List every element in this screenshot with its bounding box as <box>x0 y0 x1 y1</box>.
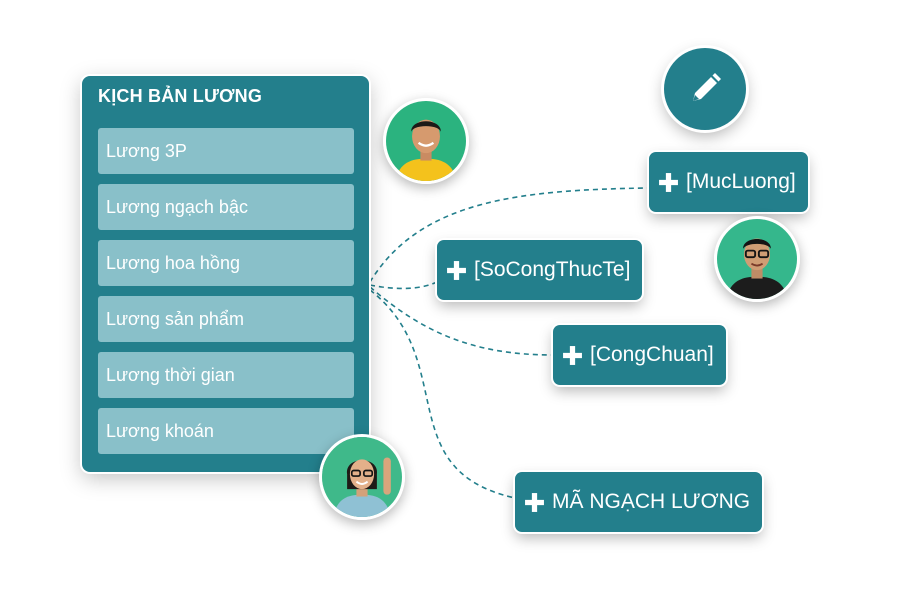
pencil-icon <box>693 73 721 101</box>
avatar-man-glasses <box>714 216 800 302</box>
salary-item-commission[interactable]: Lương hoa hồng <box>98 240 354 286</box>
avatar-woman-glasses <box>319 434 405 520</box>
chip-label: [MucLuong] <box>686 170 796 193</box>
panel-title: KỊCH BẢN LƯƠNG <box>98 86 263 106</box>
salary-list: Lương 3P Lương ngạch bậc Lương hoa hồng … <box>98 128 354 464</box>
plus-icon <box>659 172 678 192</box>
connector-ma-ngach-luong <box>369 289 516 499</box>
chip-ma-ngach-luong[interactable]: MÃ NGẠCH LƯƠNG <box>515 472 763 532</box>
salary-item-grade[interactable]: Lương ngạch bậc <box>98 184 354 230</box>
salary-item-product[interactable]: Lương sản phẩm <box>98 296 354 342</box>
chip-label: [SoCongThucTe] <box>474 258 631 281</box>
connector-socongthucte <box>369 281 438 290</box>
chip-congchuan[interactable]: [CongChuan] <box>553 325 726 385</box>
plus-icon <box>525 492 544 512</box>
salary-item-time[interactable]: Lương thời gian <box>98 352 354 398</box>
connector-congchuan <box>369 286 554 356</box>
plus-icon <box>563 345 582 365</box>
salary-scenario-panel: KỊCH BẢN LƯƠNG Lương 3P Lương ngạch bậc … <box>82 76 369 472</box>
salary-item-3p[interactable]: Lương 3P <box>98 128 354 174</box>
chip-mucluong[interactable]: [MucLuong] <box>649 152 808 212</box>
connector-mucluong <box>369 187 649 283</box>
edit-button[interactable] <box>664 48 746 130</box>
chip-label: [CongChuan] <box>590 343 714 366</box>
chip-label: MÃ NGẠCH LƯƠNG <box>552 490 751 513</box>
chip-socongthucte[interactable]: [SoCongThucTe] <box>437 240 643 300</box>
plus-icon <box>447 260 466 280</box>
avatar-man-yellow-shirt <box>383 98 469 184</box>
salary-item-contract[interactable]: Lương khoán <box>98 408 354 454</box>
